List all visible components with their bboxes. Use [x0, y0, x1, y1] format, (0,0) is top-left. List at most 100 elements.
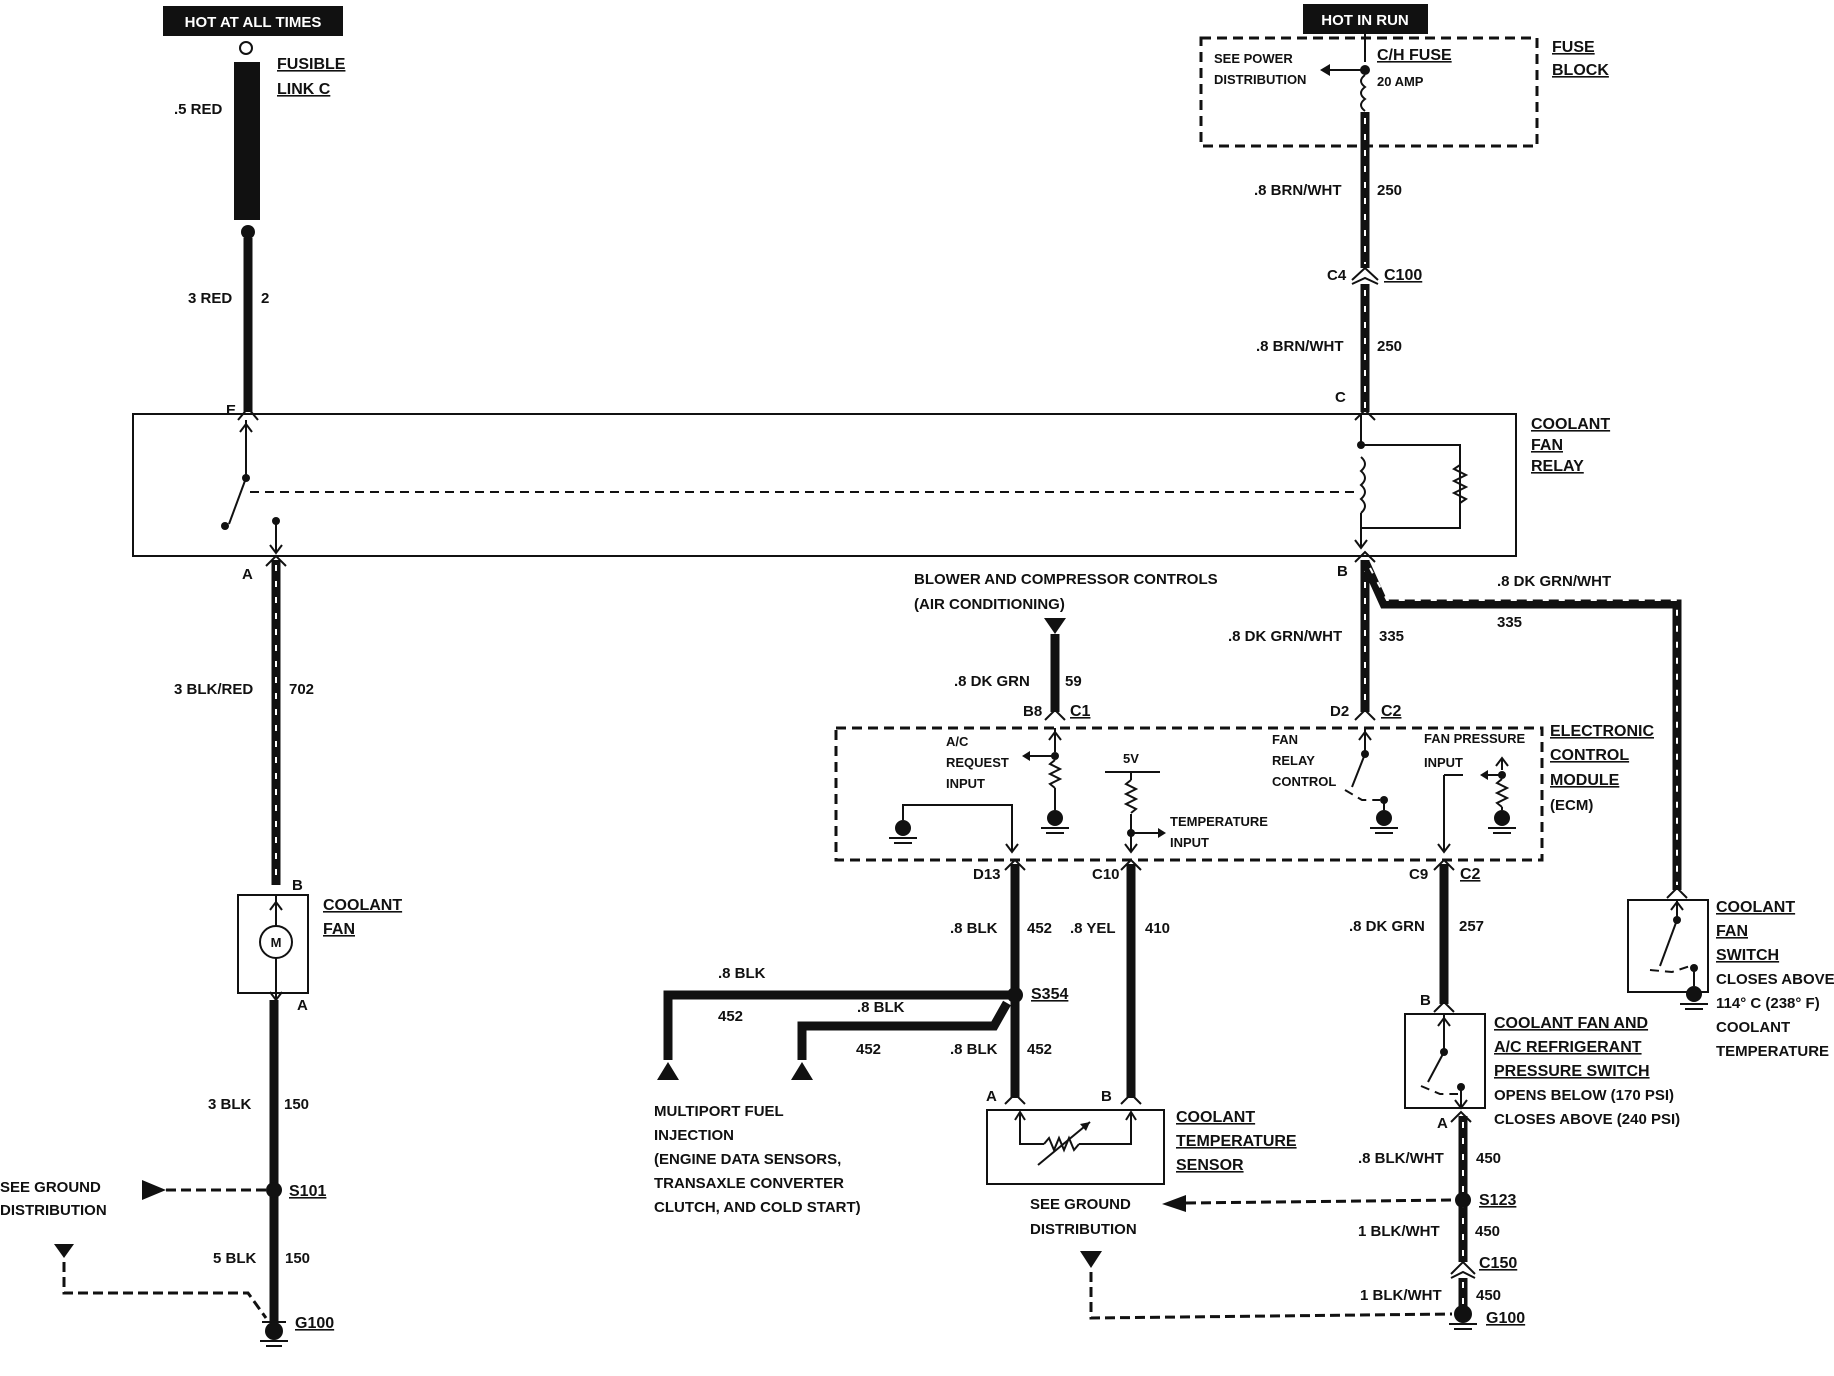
blower-arrow — [1044, 618, 1066, 634]
relay-label-1: COOLANT — [1531, 416, 1610, 433]
wire-label-3-blk-red: 3 BLK/RED — [174, 681, 253, 698]
fan-pin-b: B — [292, 877, 303, 894]
relay-pin-c: C — [1335, 389, 1346, 406]
fan-label-1: COOLANT — [323, 897, 402, 914]
relay-coil — [1354, 414, 1469, 550]
connector-c100 — [1351, 266, 1379, 285]
fan-switch-label-7: TEMPERATURE — [1716, 1043, 1829, 1060]
circuit-150-b: 150 — [285, 1250, 310, 1267]
wire-label-blk-452-b: .8 BLK — [718, 965, 766, 982]
circuit-702: 702 — [289, 681, 314, 698]
splice-s101 — [266, 1182, 282, 1198]
wire-label-blkwht-b: 1 BLK/WHT — [1358, 1223, 1440, 1240]
relay-pin-b: B — [1337, 563, 1348, 580]
circuit-335-main: 335 — [1379, 628, 1404, 645]
ground-g100-left — [260, 1321, 288, 1347]
ecm-label-1: ELECTRONIC — [1550, 723, 1654, 740]
fan-pin-a: A — [297, 997, 308, 1014]
wire-label-blk-452-c: .8 BLK — [857, 999, 905, 1016]
g100-left-label: G100 — [295, 1315, 334, 1332]
wire-label-dkgrnwht-side: .8 DK GRN/WHT — [1497, 573, 1611, 590]
fan-pressure-input-circuit — [1437, 756, 1516, 854]
coolant-fan-switch — [1627, 899, 1709, 1010]
mfi-label-5: CLUTCH, AND COLD START) — [654, 1199, 861, 1216]
press-switch-label-5: CLOSES ABOVE (240 PSI) — [1494, 1111, 1680, 1128]
circuit-450-b: 450 — [1475, 1223, 1500, 1240]
see-power-arrow — [1320, 64, 1330, 76]
sensor-pin-a: A — [986, 1088, 997, 1105]
ecm-box — [834, 726, 1544, 862]
circuit-2: 2 — [261, 290, 269, 307]
pressure-switch — [1404, 1013, 1486, 1110]
ac-request-2: REQUEST — [946, 755, 1009, 770]
circuit-257: 257 — [1459, 918, 1484, 935]
blower-label-2: (AIR CONDITIONING) — [914, 596, 1065, 613]
ecm-pin-d13: D13 — [973, 866, 1001, 883]
mfi-label-4: TRANSAXLE CONVERTER — [654, 1175, 844, 1192]
ecm-conn-c2-top: C2 — [1381, 703, 1402, 720]
temperature-input-circuit — [1105, 771, 1166, 854]
wire-label-dkgrn-59: .8 DK GRN — [954, 673, 1030, 690]
ecm-pin-b8: B8 — [1023, 703, 1042, 720]
fan-relay-control-3: CONTROL — [1272, 774, 1336, 789]
splice-s123 — [1455, 1192, 1471, 1208]
ac-input-ground — [889, 804, 1019, 854]
fan-switch-label-1: COOLANT — [1716, 899, 1795, 916]
wire-label-yel: .8 YEL — [1070, 920, 1116, 937]
temp-input-1: TEMPERATURE — [1170, 814, 1268, 829]
coolant-temperature-sensor — [986, 1109, 1165, 1185]
hot-in-run-header: HOT IN RUN — [1303, 4, 1428, 34]
s123-label: S123 — [1479, 1192, 1516, 1209]
see-power-1: SEE POWER — [1214, 51, 1293, 66]
g100-right-label: G100 — [1486, 1310, 1525, 1327]
ground-dist-left-arrow — [142, 1180, 166, 1200]
circuit-452-d: 452 — [1027, 1041, 1052, 1058]
five-volt-ref: 5V — [1123, 751, 1139, 766]
coolant-fan-motor: M — [237, 894, 309, 1002]
s354-label: S354 — [1031, 986, 1068, 1003]
circuit-452-c: 452 — [856, 1041, 881, 1058]
circuit-250-a: 250 — [1377, 182, 1402, 199]
ecm-label-4: (ECM) — [1550, 797, 1593, 814]
press-switch-pin-a: A — [1437, 1115, 1448, 1132]
circuit-150-a: 150 — [284, 1096, 309, 1113]
ecm-label-2: CONTROL — [1550, 747, 1629, 764]
relay-pin-e: E — [226, 402, 236, 419]
press-switch-label-4: OPENS BELOW (170 PSI) — [1494, 1087, 1674, 1104]
mfi-arrow-2 — [791, 1062, 813, 1080]
ecm-conn-c1: C1 — [1070, 703, 1091, 720]
ac-request-3: INPUT — [946, 776, 985, 791]
wire-label-brnwht-top: .8 BRN/WHT — [1254, 182, 1342, 199]
ground-dist-center-1: SEE GROUND — [1030, 1196, 1131, 1213]
fusible-link-label-1: FUSIBLE — [277, 56, 346, 73]
circuit-410: 410 — [1145, 920, 1170, 937]
ecm-pin-c9: C9 — [1409, 866, 1428, 883]
circuit-450-a: 450 — [1476, 1150, 1501, 1167]
press-switch-label-1: COOLANT FAN AND — [1494, 1015, 1648, 1032]
circuit-335-side: 335 — [1497, 614, 1522, 631]
connector-c150 — [1450, 1260, 1476, 1279]
wire-label-blk-452-d: .8 BLK — [950, 1041, 998, 1058]
sensor-pin-b: B — [1101, 1088, 1112, 1105]
fan-relay-control-2: RELAY — [1272, 753, 1315, 768]
ground-dist-left-2: DISTRIBUTION — [0, 1202, 107, 1219]
temp-sensor-label-2: TEMPERATURE — [1176, 1133, 1297, 1150]
wire-label-05-red: .5 RED — [174, 101, 223, 118]
see-power-2: DISTRIBUTION — [1214, 72, 1306, 87]
fan-pressure-input-2: INPUT — [1424, 755, 1463, 770]
ch-fuse-name: C/H FUSE — [1377, 47, 1452, 64]
wire-label-blkwht-a: .8 BLK/WHT — [1358, 1150, 1444, 1167]
fan-switch-label-3: SWITCH — [1716, 947, 1779, 964]
mfi-label-2: INJECTION — [654, 1127, 734, 1144]
ground-arrow-center-down — [1080, 1251, 1102, 1268]
ground-dist-center-2: DISTRIBUTION — [1030, 1221, 1137, 1238]
wire-label-brnwht-bot: .8 BRN/WHT — [1256, 338, 1344, 355]
circuit-250-b: 250 — [1377, 338, 1402, 355]
wire-label-dkgrnwht-main: .8 DK GRN/WHT — [1228, 628, 1342, 645]
ground-g100-right — [1449, 1305, 1477, 1330]
temp-sensor-label-3: SENSOR — [1176, 1157, 1244, 1174]
fusible-link-end — [241, 225, 255, 239]
fan-label-2: FAN — [323, 921, 355, 938]
ac-request-1: A/C — [946, 734, 969, 749]
motor-symbol: M — [271, 935, 282, 950]
